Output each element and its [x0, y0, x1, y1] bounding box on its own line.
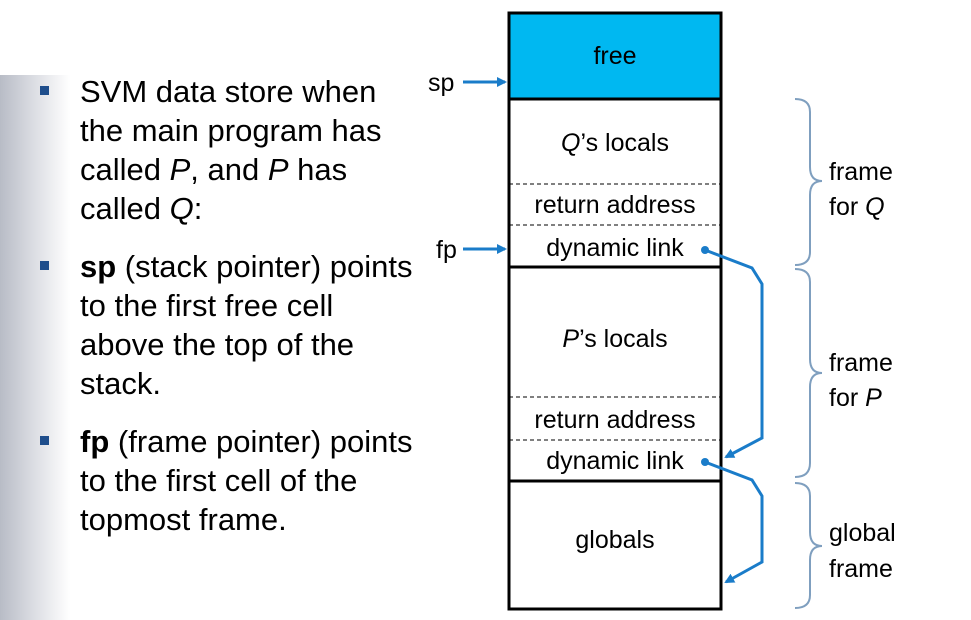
bullet-marker — [40, 86, 49, 95]
globals-block — [507, 479, 723, 611]
bullet-list: SVM data store when the main program has… — [40, 72, 420, 558]
bullet-item-3: fp (frame pointer) points to the first c… — [40, 422, 420, 539]
p-locals-label: P’s locals — [562, 325, 667, 353]
globals-label: globals — [575, 526, 654, 554]
bullet-marker — [40, 261, 49, 270]
sp-label: sp — [428, 69, 454, 97]
frame-q-line2: for Q — [829, 193, 885, 221]
side-gradient-bar — [0, 75, 70, 620]
free-label: free — [593, 42, 636, 70]
bullet-item-1: SVM data store when the main program has… — [40, 72, 420, 228]
bullet-marker — [40, 436, 49, 445]
bullet-text-3: fp (frame pointer) points to the first c… — [80, 424, 413, 537]
p-return-address-label: return address — [534, 406, 695, 434]
fp-label: fp — [436, 236, 457, 264]
frame-q-line1: frame — [829, 158, 893, 186]
frame-p-line2: for P — [829, 384, 882, 412]
q-dynamic-link-arrow — [704, 248, 764, 459]
q-return-address-label: return address — [534, 191, 695, 219]
p-dynamic-link-label: dynamic link — [546, 447, 684, 475]
global-frame-line2: frame — [829, 555, 893, 583]
q-dynamic-link-label: dynamic link — [546, 234, 684, 262]
bullet-text-2: sp (stack pointer) points to the first f… — [80, 249, 413, 401]
q-locals-label: Q’s locals — [561, 129, 669, 157]
p-dynamic-link-arrow — [704, 460, 764, 584]
bullet-item-2: sp (stack pointer) points to the first f… — [40, 247, 420, 403]
p-frame-block — [507, 265, 723, 483]
bullet-text-1: SVM data store when the main program has… — [80, 74, 382, 226]
global-frame-brace — [794, 482, 823, 609]
global-frame-line1: global — [829, 519, 896, 547]
frame-p-brace — [794, 268, 823, 478]
frame-q-brace — [794, 98, 823, 266]
frame-p-line1: frame — [829, 349, 893, 377]
